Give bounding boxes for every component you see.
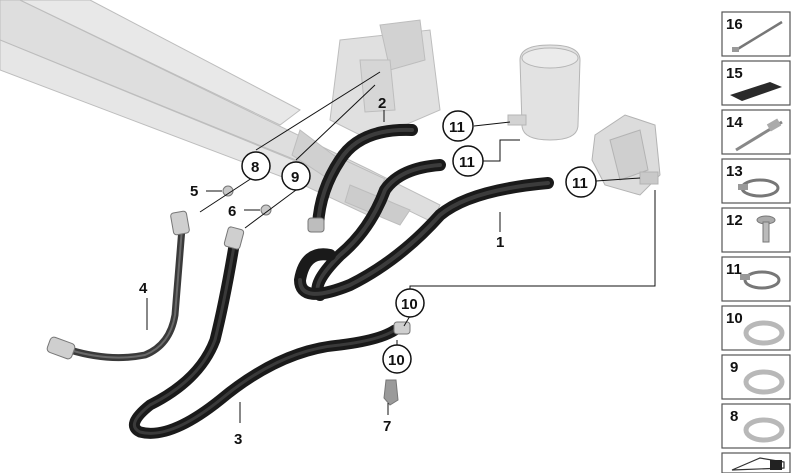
fluid-reservoir-ghost bbox=[507, 44, 581, 141]
legend-cell-12 bbox=[721, 207, 791, 253]
svg-text:11: 11 bbox=[459, 154, 475, 171]
legend-number-8: 8 bbox=[730, 408, 738, 425]
hose-clamp-icon bbox=[740, 270, 781, 290]
legend-number-14: 14 bbox=[726, 114, 743, 131]
callout-6: 6 bbox=[228, 203, 236, 220]
legend-number-12: 12 bbox=[726, 212, 743, 229]
leader-lines bbox=[146, 71, 656, 423]
legend-number-16: 16 bbox=[726, 16, 743, 33]
hose-clamp-icon bbox=[738, 178, 780, 198]
cable-tie-clip-icon bbox=[735, 118, 783, 152]
callout-3: 3 bbox=[234, 431, 242, 448]
circled-callout-11-reservoir-upper: 11 bbox=[442, 110, 474, 142]
svg-text:8: 8 bbox=[251, 159, 259, 176]
washer-6[interactable] bbox=[260, 204, 272, 216]
arrow-icon bbox=[731, 457, 785, 471]
svg-text:10: 10 bbox=[388, 352, 405, 369]
fittings bbox=[46, 210, 411, 406]
legend-cell-14 bbox=[721, 109, 791, 155]
legend-number-9: 9 bbox=[730, 359, 738, 376]
callout-7: 7 bbox=[383, 418, 391, 435]
circled-callout-9: 9 bbox=[281, 161, 311, 191]
pad-icon bbox=[730, 82, 782, 101]
svg-text:11: 11 bbox=[572, 175, 588, 192]
hose-3[interactable] bbox=[128, 234, 401, 439]
callout-2: 2 bbox=[378, 95, 386, 112]
power-steering-pump-ghost bbox=[591, 114, 661, 196]
svg-text:11: 11 bbox=[449, 119, 465, 136]
circled-callout-11-pump: 11 bbox=[565, 166, 597, 198]
callout-5: 5 bbox=[190, 183, 198, 200]
sealing-ring-icon bbox=[743, 369, 785, 395]
sealing-ring-icon bbox=[743, 320, 785, 346]
legend-number-13: 13 bbox=[726, 163, 743, 180]
svg-text:9: 9 bbox=[291, 169, 299, 186]
cable-tie-icon bbox=[732, 20, 783, 52]
rivet-icon bbox=[756, 215, 776, 243]
legend-number-11: 11 bbox=[726, 261, 742, 278]
circled-callout-11-reservoir-lower: 11 bbox=[452, 145, 484, 177]
legend-cell-15 bbox=[721, 60, 791, 106]
circled-callout-10-upper: 10 bbox=[395, 288, 425, 318]
circled-callout-8: 8 bbox=[241, 151, 271, 181]
svg-text:10: 10 bbox=[401, 296, 418, 313]
callout-4: 4 bbox=[139, 280, 148, 297]
legend-number-10: 10 bbox=[726, 310, 743, 327]
legend-number-15: 15 bbox=[726, 65, 743, 82]
circled-callout-10-lower: 10 bbox=[382, 344, 412, 374]
sealing-ring-icon bbox=[743, 417, 785, 443]
hoses bbox=[66, 123, 554, 439]
callout-1: 1 bbox=[496, 234, 504, 251]
